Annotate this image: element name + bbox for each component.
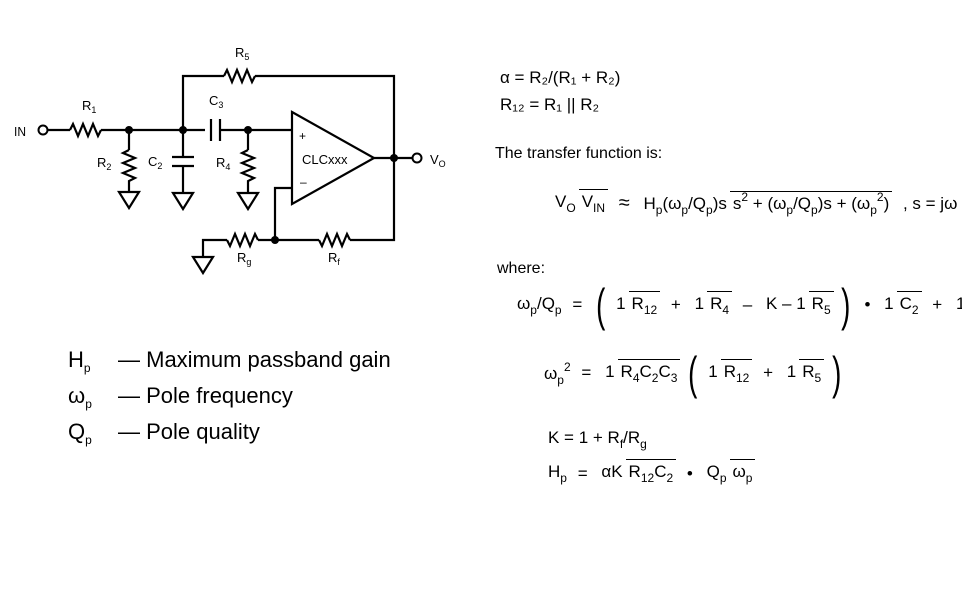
output-label: VO (430, 152, 446, 169)
legend-wp: ωp — Pole frequency (68, 383, 293, 417)
equation-r12: R₁₂ = R₁ || R₂ (500, 95, 600, 114)
legend-hp: Hp — Maximum passband gain (68, 347, 391, 381)
legend-qp: Qp — Pole quality (68, 419, 260, 453)
legend-symbol: ωp (68, 383, 92, 411)
transfer-intro: The transfer function is: (495, 145, 663, 162)
label-r2: R2 (97, 155, 111, 172)
opamp-label: CLCxxx (302, 152, 348, 167)
resistor-rg (226, 231, 259, 249)
capacitor-c3 (209, 119, 222, 141)
label-r4: R4 (216, 155, 230, 172)
opamp-minus: – (300, 175, 307, 189)
input-terminal (37, 124, 49, 136)
legend-symbol: Qp (68, 419, 92, 447)
opamp-plus: + (299, 129, 306, 143)
resistor-r1 (69, 121, 102, 139)
resistor-r4 (239, 149, 257, 193)
legend-symbol: Hp (68, 347, 91, 375)
ground-symbol-r2 (117, 190, 141, 211)
legend-description: — Maximum passband gain (118, 347, 391, 372)
circuit-schematic: IN R1 R2 C2 R5 C3 R4 CLCxxx + (14, 45, 446, 276)
label-c3: C3 (209, 93, 223, 110)
resistor-rf (318, 231, 351, 249)
label-c2: C2 (148, 154, 162, 171)
label-r1: R1 (82, 98, 96, 115)
opamp: CLCxxx + – (290, 110, 377, 206)
legend-description: — Pole quality (118, 419, 260, 444)
ground-symbol-rg (191, 255, 215, 276)
ground-symbol-c2 (171, 191, 195, 212)
label-rg: Rg (237, 250, 251, 267)
where-label: where: (497, 260, 546, 277)
legend-description: — Pole frequency (118, 383, 293, 408)
equation-alpha: α = R₂/(R₁ + R₂) (500, 68, 621, 87)
label-rf: Rf (328, 250, 340, 267)
input-label: IN (14, 124, 26, 139)
capacitor-c2 (172, 155, 194, 168)
label-r5: R5 (235, 45, 249, 62)
s-definition: , s = jω (902, 193, 958, 213)
equation-k: K = 1 + Rf/Rg (548, 428, 647, 451)
resistor-r2 (120, 149, 138, 192)
resistor-r5 (223, 67, 256, 85)
output-terminal (411, 152, 423, 164)
ground-symbol-r4 (236, 191, 260, 212)
